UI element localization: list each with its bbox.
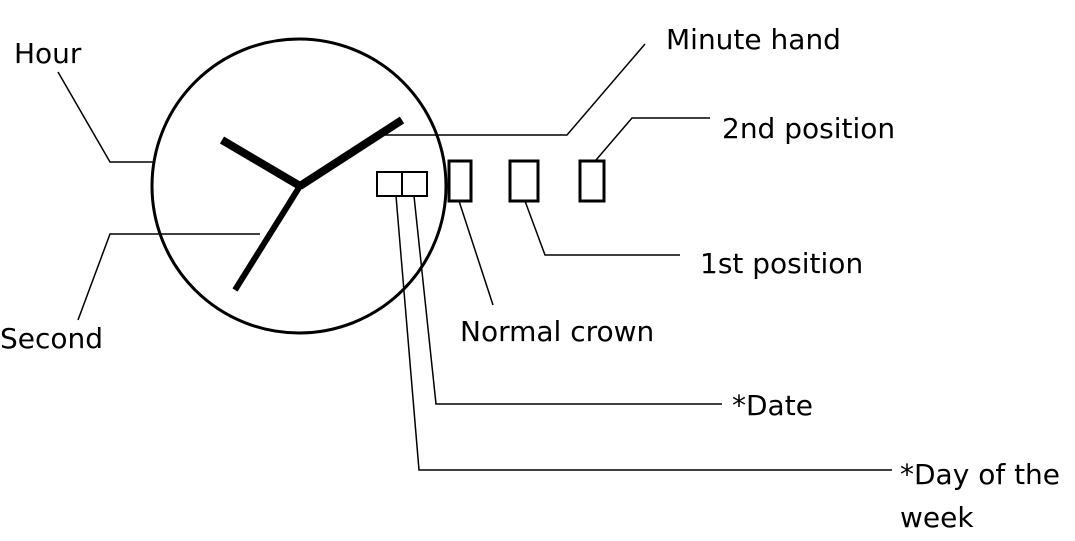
hour-label: Hour: [14, 37, 82, 70]
day-of-week-leader-line: [395, 195, 892, 471]
date-leader-line: [413, 195, 722, 405]
minute-hand-label: Minute hand: [666, 23, 841, 56]
second-position-marker: [578, 159, 606, 203]
day-of-week-label-line2: week: [900, 501, 974, 534]
hour-hand: [219, 136, 303, 190]
watch-dial: [150, 37, 448, 335]
second-label: Second: [0, 322, 104, 355]
second-leader-line: [77, 233, 260, 321]
hour-leader-line: [57, 71, 153, 163]
normal-crown-label: Normal crown: [460, 315, 655, 348]
normal-crown-marker: [447, 159, 473, 203]
minute-hand: [297, 116, 405, 190]
day-of-week-label: *Day of the week: [900, 453, 1060, 539]
first-position-leader-line: [524, 200, 680, 256]
first-position-marker: [508, 159, 540, 203]
normal-crown-leader-line: [458, 200, 494, 306]
date-window: [401, 171, 428, 197]
second-position-label: 2nd position: [722, 112, 896, 145]
day-of-week-window: [376, 171, 403, 197]
date-label: *Date: [732, 389, 813, 422]
first-position-label: 1st position: [700, 247, 864, 280]
day-of-week-label-line1: *Day of the: [900, 458, 1061, 491]
second-position-leader-line: [595, 117, 710, 161]
minute-hand-leader-line: [380, 43, 646, 136]
second-hand: [232, 184, 303, 292]
